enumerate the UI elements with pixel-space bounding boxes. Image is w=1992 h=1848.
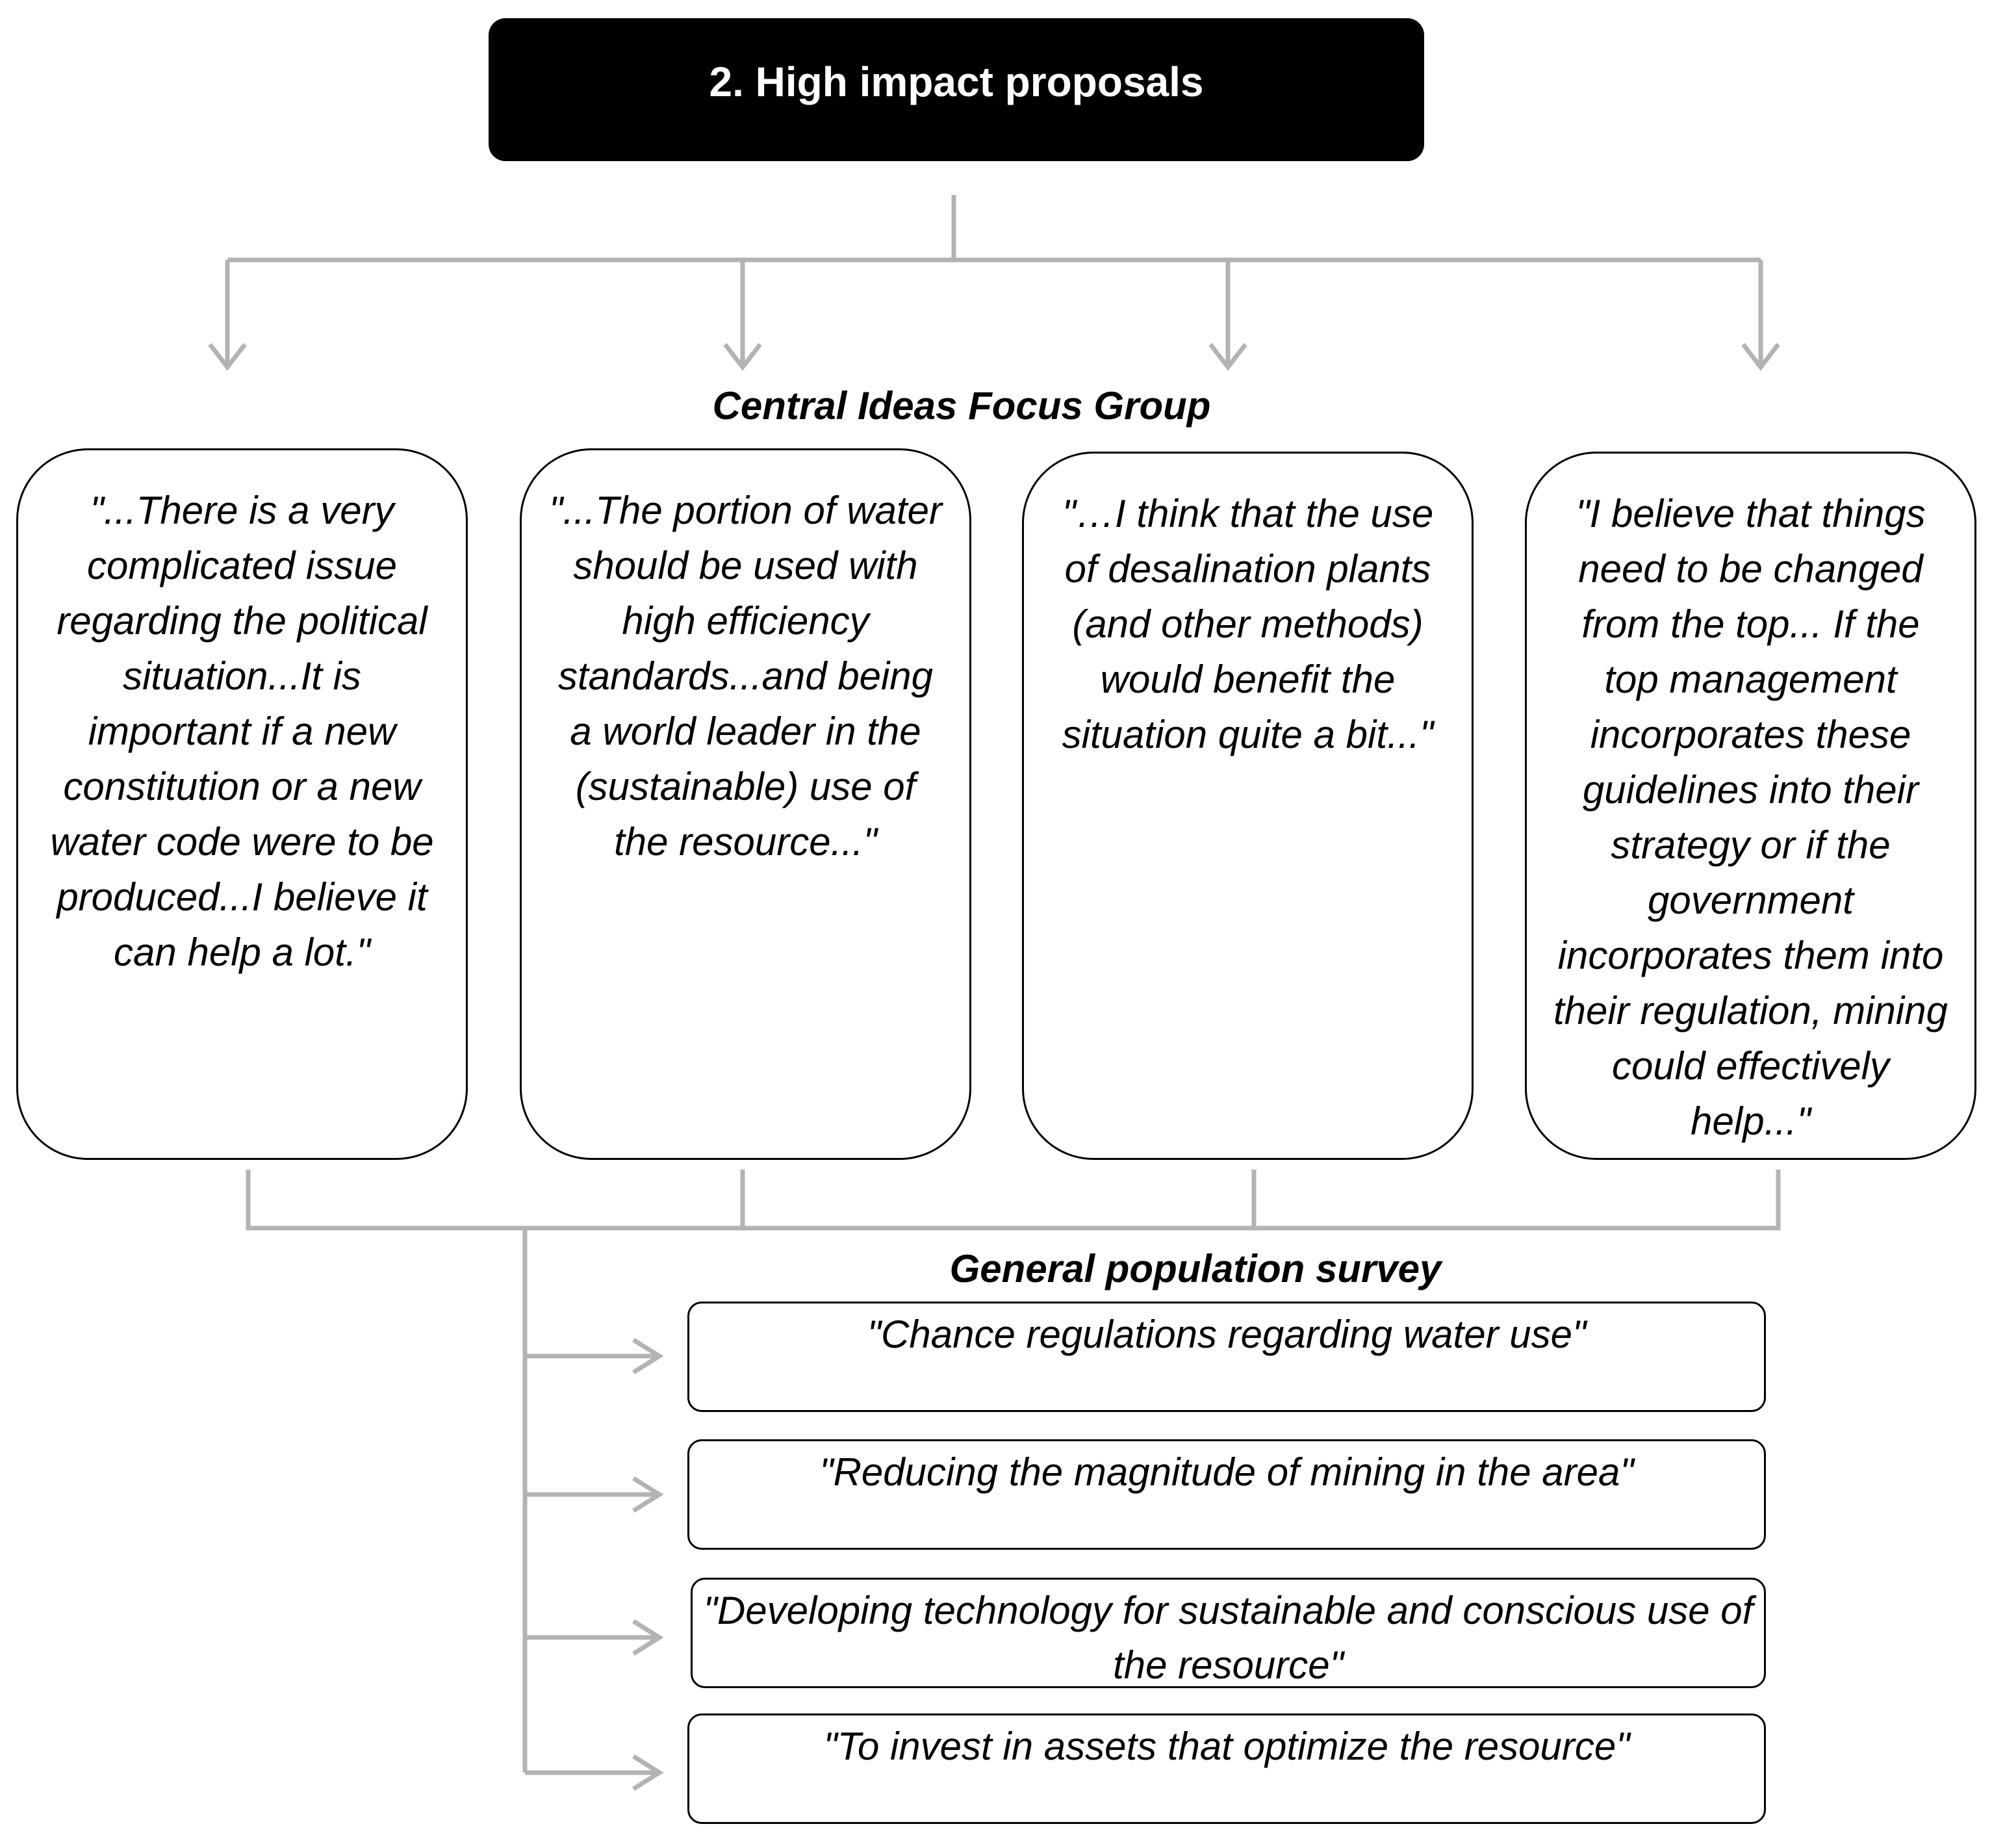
arrowhead-3	[1208, 342, 1247, 371]
arrowhead-survey-4	[632, 1754, 664, 1791]
title-text: 2. High impact proposals	[709, 58, 1204, 105]
arrowhead-survey-2	[632, 1476, 664, 1513]
focus-quote-3: "…I think that the use of desalination p…	[1022, 452, 1474, 1160]
survey-item-3: "Developing technology for sustainable a…	[691, 1578, 1766, 1688]
survey-item-1: "Chance regulations regarding water use"	[687, 1302, 1766, 1412]
title-box: 2. High impact proposals	[489, 18, 1424, 161]
arrowhead-4	[1741, 342, 1780, 371]
survey-label: General population survey	[949, 1247, 1442, 1290]
arrowhead-survey-1	[632, 1338, 664, 1374]
connector-collector	[246, 1170, 1781, 1231]
arrowhead-1	[208, 342, 247, 371]
focus-group-label: Central Ideas Focus Group	[712, 384, 1211, 428]
arrowhead-2	[723, 342, 762, 371]
arrowhead-survey-3	[632, 1619, 664, 1656]
survey-item-4: "To invest in assets that optimize the r…	[687, 1713, 1766, 1824]
focus-quote-2: "...The portion of water should be used …	[520, 448, 971, 1160]
focus-quote-1: "...There is a very complicated issue re…	[16, 448, 468, 1160]
focus-quote-4: "I believe that things need to be change…	[1525, 452, 1976, 1160]
survey-item-2: "Reducing the magnitude of mining in the…	[687, 1439, 1766, 1550]
